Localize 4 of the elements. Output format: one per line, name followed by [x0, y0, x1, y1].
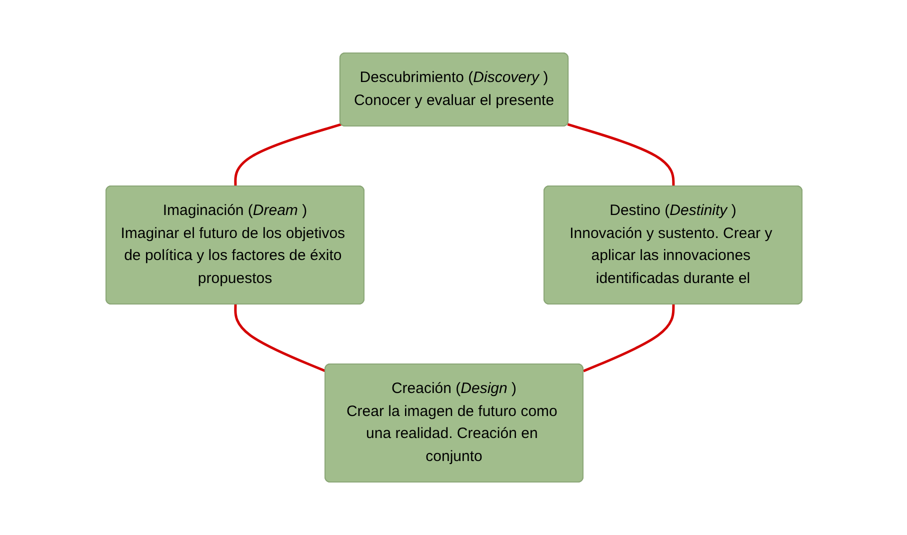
connector: [582, 304, 674, 372]
connector: [234, 304, 326, 372]
connector: [566, 123, 674, 187]
connector: [234, 123, 342, 187]
